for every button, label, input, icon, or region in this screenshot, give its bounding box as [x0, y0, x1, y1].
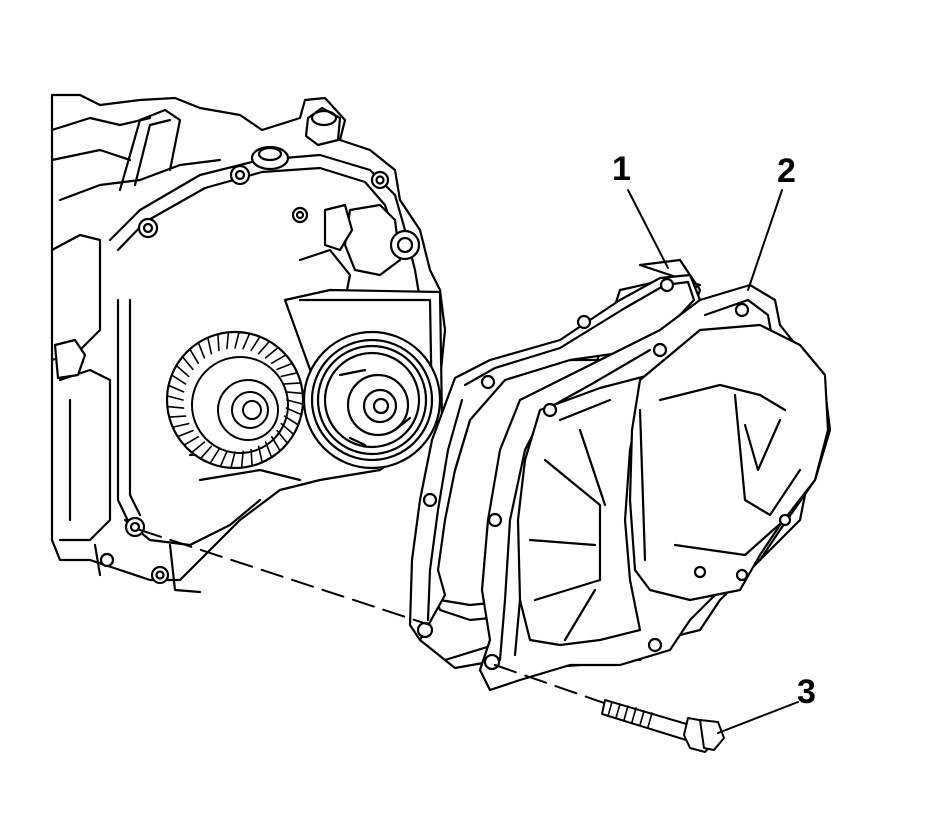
gear-tooth: [257, 340, 271, 355]
gear-tooth: [167, 384, 185, 393]
gear-tooth: [166, 405, 185, 409]
gear-tooth: [171, 422, 190, 428]
gear-tooth: [175, 364, 190, 378]
gear-tooth: [271, 354, 287, 364]
helical-gear: [165, 330, 305, 470]
leader-lines: [627, 189, 799, 734]
gear-tooth: [199, 445, 213, 460]
gear-tooth: [242, 332, 251, 350]
gear-tooth: [250, 335, 261, 352]
gear-tooth: [240, 450, 244, 469]
gear-tooth: [183, 436, 199, 446]
gear-tooth: [181, 356, 194, 371]
callout-label-3: 3: [797, 673, 816, 711]
gear-tooth: [264, 346, 279, 359]
gear-tooth: [166, 395, 184, 401]
gear-tooth: [207, 336, 213, 355]
gear-tooth: [276, 362, 294, 371]
gear-tooth: [234, 331, 240, 349]
alignment-line: [139, 529, 431, 626]
leader-line-2: [747, 189, 783, 291]
gear-tooth: [209, 448, 220, 465]
gear-tooth: [230, 451, 236, 469]
gear-tooth: [176, 429, 194, 438]
cover-bolt: [601, 699, 725, 753]
gear-tooth: [191, 441, 206, 454]
gear-tooth: [217, 333, 220, 352]
callout-label-1: 1: [612, 150, 631, 188]
gear-tooth: [286, 399, 304, 405]
gear-tooth: [283, 382, 302, 385]
gear-tooth: [197, 341, 206, 359]
gear-tooth: [226, 331, 230, 350]
gear-tooth: [285, 391, 304, 395]
gear-tooth: [168, 415, 187, 418]
alignment-line-2: [494, 664, 611, 706]
gear-tooth: [285, 407, 303, 416]
gear-tooth: [189, 348, 199, 364]
leader-line-3: [717, 701, 799, 734]
gear-tooth: [170, 374, 187, 385]
gear-tooth: [280, 372, 299, 378]
callout-label-2: 2: [777, 152, 796, 190]
end-cover: [478, 283, 832, 692]
gear-tooth: [219, 450, 228, 468]
leader-line-1: [627, 189, 669, 269]
